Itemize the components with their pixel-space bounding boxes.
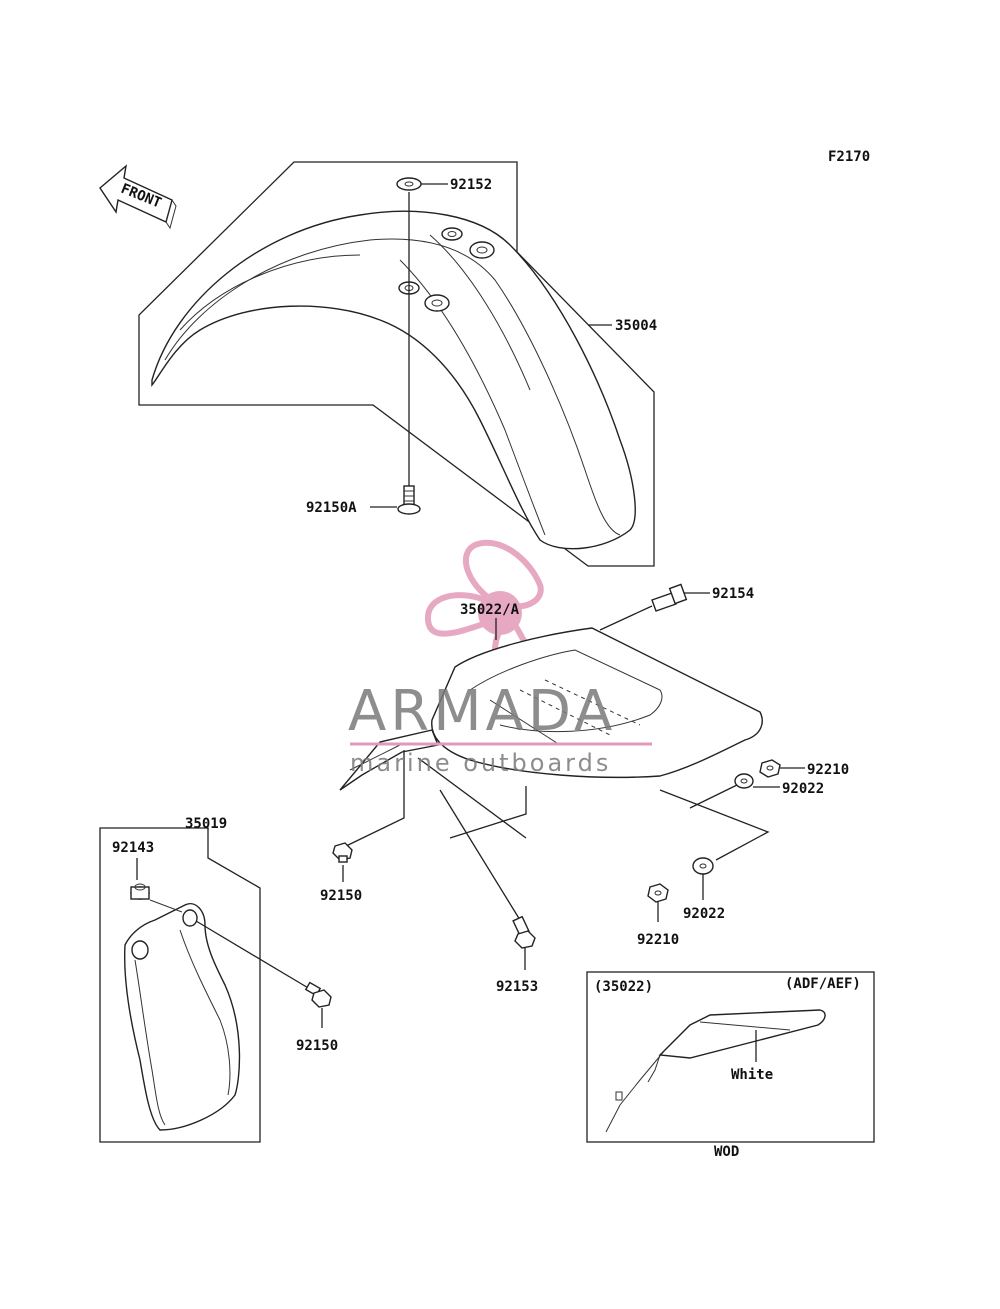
- front-fender-box: [138, 161, 655, 567]
- washer-92022-upper: [734, 773, 754, 789]
- nut-92210-upper: [759, 759, 781, 778]
- washer-92152: [396, 177, 422, 191]
- fork-guard-35019: [123, 899, 241, 1131]
- label-35022A: 35022/A: [460, 602, 520, 618]
- watermark-brand: ARMADA: [348, 679, 616, 744]
- front-arrow-icon: FRONT: [99, 164, 177, 230]
- figure-code: F2170: [828, 149, 870, 165]
- bolt-92153: [512, 915, 536, 949]
- watermark-tagline: marine outboards: [350, 749, 611, 777]
- label-92150A: 92150A: [306, 500, 357, 516]
- label-92154: 92154: [712, 586, 754, 602]
- label-35019: 35019: [185, 816, 227, 832]
- label-92022-lower: 92022: [683, 906, 725, 922]
- label-92150-middle: 92150: [320, 888, 362, 904]
- bolt-92150-middle: [332, 842, 353, 863]
- label-35004: 35004: [615, 318, 657, 334]
- label-92210-lower: 92210: [637, 932, 679, 948]
- collar-92143: [130, 883, 150, 900]
- label-92150-left: 92150: [296, 1038, 338, 1054]
- label-92153: 92153: [496, 979, 538, 995]
- inset-variant: (ADF/AEF): [785, 976, 861, 992]
- washer-92022-lower: [692, 857, 714, 875]
- bolt-92154: [651, 583, 688, 612]
- bolt-92150A: [397, 485, 421, 515]
- inset-box: [586, 971, 875, 1143]
- front-fender-35004: [151, 210, 636, 550]
- inset-part-ref: (35022): [594, 979, 653, 995]
- label-92022-upper: 92022: [782, 781, 824, 797]
- label-92210-upper: 92210: [807, 762, 849, 778]
- bolt-92150-left: [304, 981, 332, 1008]
- inset-caption: WOD: [714, 1144, 739, 1160]
- label-92143: 92143: [112, 840, 154, 856]
- nut-92210-lower: [647, 883, 669, 903]
- inset-color-note: White: [731, 1067, 773, 1083]
- rear-fender-white-variant: [605, 1009, 826, 1133]
- label-92152: 92152: [450, 177, 492, 193]
